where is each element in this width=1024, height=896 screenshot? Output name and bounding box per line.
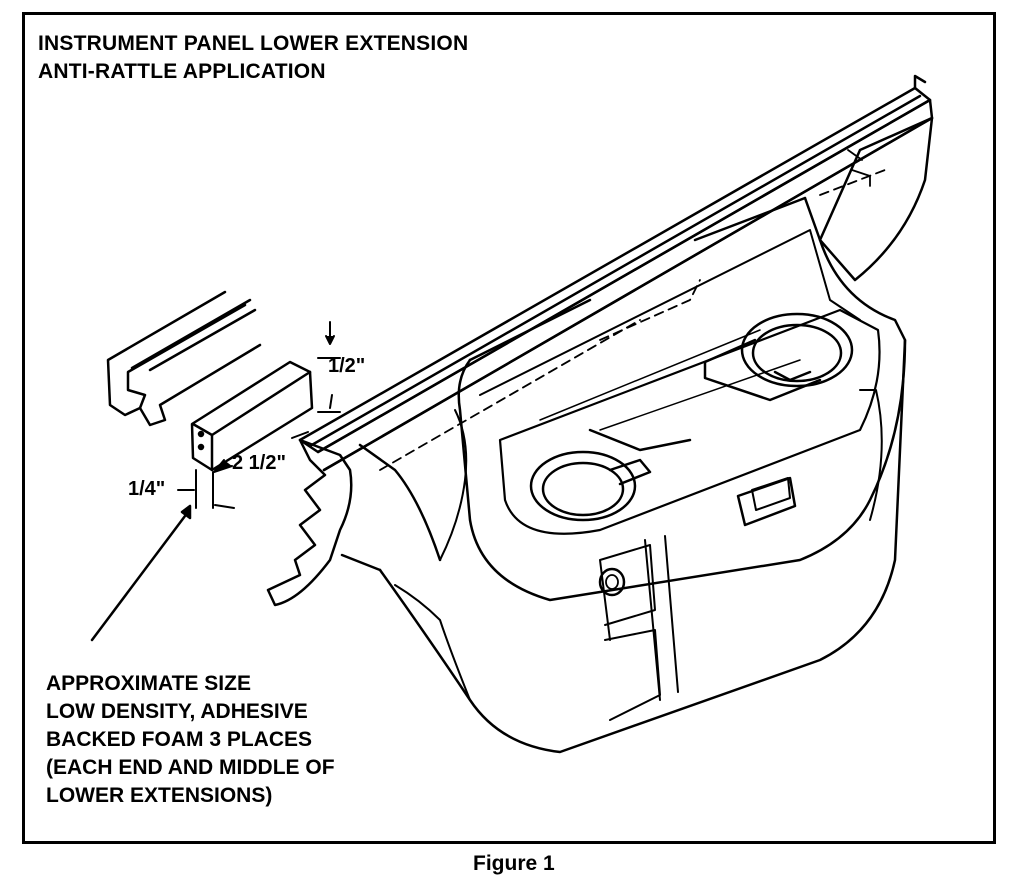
note-line: LOW DENSITY, ADHESIVE	[46, 700, 308, 723]
note-line: LOWER EXTENSIONS)	[46, 784, 273, 807]
dimension-length-label: 2 1/2"	[232, 452, 286, 474]
dimension-thickness-label: 1/4"	[128, 478, 166, 500]
figure-title-line-2: ANTI-RATTLE APPLICATION	[38, 60, 326, 83]
figure-frame	[22, 12, 996, 844]
note-line: (EACH END AND MIDDLE OF	[46, 756, 335, 779]
note-line: APPROXIMATE SIZE	[46, 672, 251, 695]
foam-block	[190, 360, 314, 472]
note-line: BACKED FOAM 3 PLACES	[46, 728, 313, 751]
glovebox-door	[599, 389, 883, 721]
figure-title-line-1: INSTRUMENT PANEL LOWER EXTENSION	[38, 32, 469, 55]
figure-caption: Figure 1	[473, 852, 555, 875]
panel-top-rail	[298, 74, 934, 472]
leader-arrow	[90, 510, 190, 642]
rail-section-detail	[106, 290, 262, 427]
glovebox-latch	[736, 476, 797, 527]
cup-holder-left	[529, 428, 692, 522]
dimension-marks	[177, 321, 341, 509]
panel-bin-outline	[457, 196, 907, 602]
panel-left-end	[266, 438, 353, 607]
panel-lower-body	[378, 338, 907, 754]
cup-holder-right	[703, 312, 854, 402]
panel-right-wing	[818, 116, 934, 282]
dimension-height-label: 1/2"	[328, 355, 366, 377]
lock-cylinder	[598, 567, 626, 597]
